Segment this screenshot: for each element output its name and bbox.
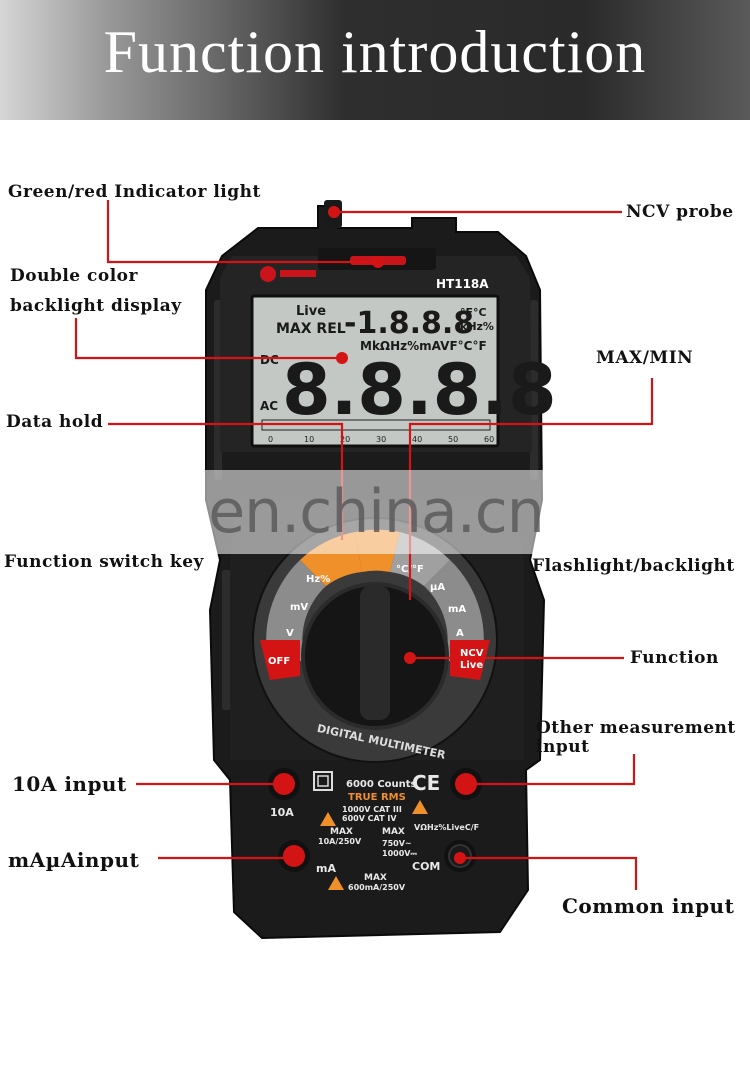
lcd-units-1: °F°C — [460, 306, 487, 319]
lcd-ac: AC — [260, 399, 278, 413]
lcd-scale-label: 30 — [376, 435, 386, 444]
port-ma: mA — [316, 862, 336, 875]
model-label: HT118A — [436, 277, 489, 291]
dial-ua: µA — [430, 582, 445, 593]
max-ma-2: 600mA/250V — [348, 883, 406, 892]
max-v: MAX — [382, 827, 405, 837]
label-function-switch: Function switch key — [4, 552, 204, 572]
lcd-scale-label: 10 — [304, 435, 314, 444]
max-10a: MAX — [330, 827, 353, 837]
lcd-scale-label: 60 — [484, 435, 494, 444]
label-ncv-probe: NCV probe — [626, 202, 734, 222]
port-com: COM — [412, 860, 440, 873]
label-10a-input: 10A input — [12, 772, 127, 796]
true-rms: TRUE RMS — [348, 792, 406, 803]
cat-2: 600V CAT IV — [342, 814, 397, 823]
dial-mv: mV — [290, 602, 308, 613]
lcd-scale-label: 0 — [268, 435, 273, 444]
lcd-digits-small: -1.8.8.8 — [344, 306, 474, 341]
port-10a: 10A — [270, 806, 294, 819]
lcd-live: Live — [296, 304, 326, 319]
label-common-input: Common input — [562, 894, 735, 918]
dial-v: V — [286, 628, 294, 639]
dial-a: A — [456, 628, 464, 639]
label-backlight-display: backlight display — [10, 296, 182, 316]
label-other-input-2: input — [536, 737, 590, 757]
max-ma: MAX — [364, 873, 387, 883]
dial-off: OFF — [268, 656, 290, 667]
port-v: VΩHz%LiveC/F — [414, 823, 479, 832]
label-max-min: MAX/MIN — [596, 348, 694, 368]
lcd-scale-label: 40 — [412, 435, 422, 444]
max-v-2: 750V~ — [382, 839, 412, 848]
lcd-flags: MAX REL — [276, 321, 346, 337]
dial-ncv: NCV — [460, 648, 484, 659]
dial-ma: mA — [448, 604, 466, 615]
brand-logo — [260, 266, 316, 282]
label-ma-input: mAµAinput — [8, 848, 140, 872]
label-flashlight: Flashlight/backlight — [532, 556, 735, 576]
label-data-hold: Data hold — [6, 412, 104, 432]
counts-label: 6000 Counts — [346, 779, 417, 790]
label-function: Function — [630, 648, 719, 668]
lcd-digits-big: 8.8.8.8 — [282, 349, 557, 431]
ce-mark: CE — [412, 771, 440, 795]
lcd-dc: DC — [260, 353, 279, 367]
watermark: en.china.cn — [185, 470, 567, 554]
max-v-3: 1000V⎓ — [382, 849, 417, 858]
dial-live: Live — [460, 660, 483, 671]
leader-lines — [74, 200, 654, 890]
leader-dots — [278, 206, 470, 864]
page-title: Function introduction — [103, 19, 647, 85]
max-10a-2: 10A/250V — [318, 837, 362, 846]
lcd-display — [250, 294, 500, 448]
label-double-color: Double color — [10, 266, 138, 286]
label-indicator-light: Green/red Indicator light — [8, 182, 261, 202]
dial-hz: Hz% — [306, 574, 330, 585]
lcd-units-2: kHz% — [460, 320, 494, 333]
lcd-scale-label: 20 — [340, 435, 350, 444]
lcd-scale-label: 50 — [448, 435, 458, 444]
cat-1: 1000V CAT III — [342, 805, 402, 814]
lcd-unit-row: MkΩHz%mAVF°C°F — [360, 339, 487, 353]
header-banner: Function introduction — [0, 0, 750, 120]
label-other-input-1: Other measurement — [536, 718, 736, 738]
